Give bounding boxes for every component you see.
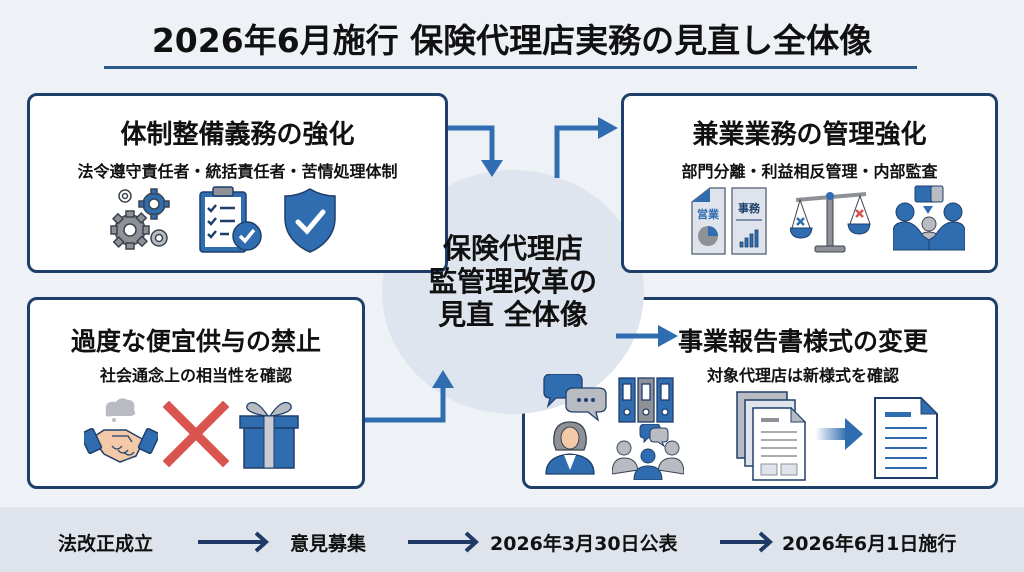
hub-line: 保険代理店 (442, 232, 583, 265)
arrow-tl-to-hub (448, 125, 495, 162)
gears-icon (110, 188, 170, 250)
arrowhead-right (598, 117, 618, 139)
timeline-step: 2026年3月30日公表 (490, 533, 678, 555)
consultation-person-icon (543, 374, 607, 475)
timeline-arrow-icon (408, 531, 479, 553)
card-governance-obligation: 体制整備義務の強化 法令遵守責任者・統括責任者・苦情処理体制 (27, 93, 448, 273)
sales-label: 営業 (697, 207, 720, 221)
page-title: 2026年6月施行 保険代理店実務の見直し全体像 (151, 21, 873, 60)
department-split-icon: 営業 事務 (691, 187, 767, 255)
hub-line: 見直 全体像 (438, 298, 588, 331)
timeline-arrow-icon (720, 531, 773, 553)
admin-label: 事務 (738, 201, 761, 215)
timeline-step: 法改正成立 (58, 533, 154, 555)
timeline-step: 2026年6月1日施行 (782, 533, 957, 555)
prohibited-x-icon (163, 401, 229, 467)
checklist-clipboard-icon (199, 186, 262, 253)
card-excessive-benefit-ban: 過度な便宜供与の禁止 社会通念上の相当性を確認 (27, 297, 365, 489)
team-meeting-icon (612, 424, 684, 480)
balance-scale-icon (790, 192, 871, 253)
gift-box-icon (239, 401, 299, 469)
card-heading: 体制整備義務の強化 (120, 120, 355, 150)
handshake-icon (84, 398, 158, 463)
transition-arrow-icon (815, 418, 863, 450)
timeline-step: 意見募集 (290, 533, 367, 555)
hub-title: 保険代理店 監管理改革の 見直 全体像 (382, 232, 644, 331)
card-subheading: 対象代理店は新様式を確認 (706, 366, 899, 385)
binders-icon (618, 377, 674, 423)
shield-check-icon (284, 188, 336, 253)
old-documents-icon (736, 391, 807, 481)
arrow-hub-to-tr (554, 125, 600, 178)
title-underline (104, 66, 917, 69)
card-subheading: 部門分離・利益相反管理・内部監査 (681, 162, 938, 181)
card-subheading: 社会通念上の相当性を確認 (99, 366, 292, 385)
arrow-bl-to-hub (365, 385, 446, 423)
timeline-arrow-icon (198, 531, 269, 553)
card-heading: 過度な便宜供与の禁止 (70, 327, 321, 356)
thought-cloud (105, 398, 136, 417)
timeline-bar (0, 507, 1024, 572)
mediation-meeting-icon (893, 185, 965, 251)
card-subheading: 法令遵守責任者・統括責任者・苦情処理体制 (77, 162, 398, 181)
card-heading: 兼業業務の管理強化 (692, 120, 927, 150)
hub-line: 監管理改革の (428, 265, 597, 298)
new-document-icon (874, 396, 939, 479)
card-heading: 事業報告書様式の変更 (677, 327, 928, 356)
